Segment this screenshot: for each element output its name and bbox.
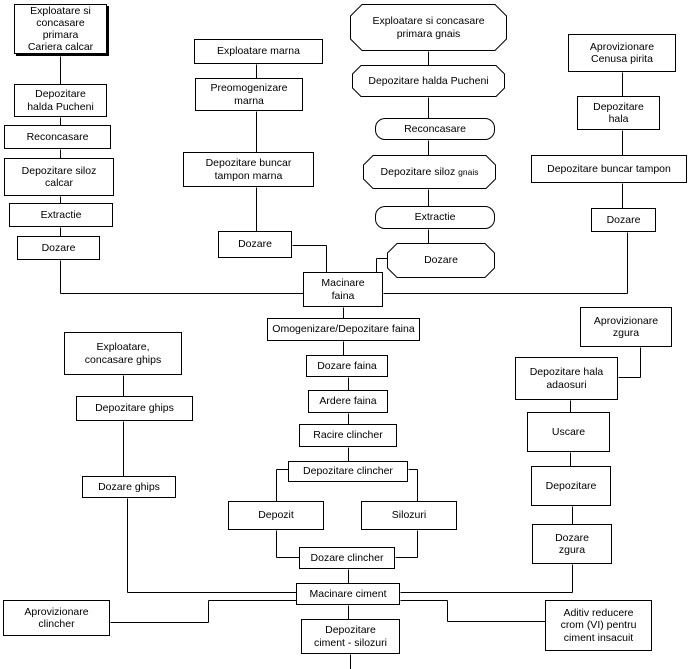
- node-depozitare-halda-pucheni-gnais: Depozitare halda Pucheni: [352, 65, 505, 97]
- node-macinare-faina: Macinare faina: [303, 272, 383, 307]
- node-exploatare-marna: Exploatare marna: [194, 39, 323, 64]
- node-exploatare-gnais: Exploatare si concasare primara gnais: [350, 4, 507, 51]
- node-aprovizionare-clincher: Aprovizionare clincher: [3, 600, 110, 636]
- node-depozitare-clincher: Depozitare clincher: [288, 461, 408, 482]
- node-racire-clincher: Racire clincher: [299, 424, 397, 447]
- node-dozare-ghips: Dozare ghips: [82, 476, 176, 498]
- node-macinare-ciment: Macinare ciment: [296, 583, 400, 605]
- node-aprovizionare-zgura: Aprovizionare zgura: [580, 307, 672, 347]
- node-depozit: Depozit: [228, 501, 324, 530]
- node-aprovizionare-cenusa: Aprovizionare Cenusa pirita: [568, 34, 676, 72]
- node-depozitare-zgura: Depozitare: [531, 466, 611, 506]
- octagon-shape: [363, 155, 496, 189]
- octagon-shape: [350, 4, 507, 51]
- node-dozare-cenusa: Dozare: [591, 208, 656, 232]
- node-depozitare-siloz-calcar: Depozitare siloz calcar: [4, 158, 114, 196]
- node-depozitare-ciment: Depozitare ciment - silozuri: [301, 619, 400, 654]
- node-depozitare-ghips: Depozitare ghips: [76, 396, 193, 421]
- node-exploatare-ghips: Exploatare, concasare ghips: [64, 332, 182, 375]
- node-uscare: Uscare: [527, 412, 610, 452]
- node-extractie-gnais: Extractie: [375, 206, 495, 229]
- node-silozuri: Silozuri: [361, 501, 457, 530]
- node-dozare-calcar: Dozare: [17, 236, 100, 260]
- node-depozitare-halda-pucheni-calcar: Depozitare halda Pucheni: [14, 84, 107, 117]
- node-preomogenizare-marna: Preomogenizare marna: [195, 78, 303, 111]
- node-reconcasare-calcar: Reconcasare: [4, 125, 111, 149]
- node-depozitare-siloz-gnais: Depozitare siloz gnais: [363, 155, 496, 189]
- node-aditiv: Aditiv reducere crom (VI) pentru ciment …: [545, 600, 652, 651]
- octagon-shape: [387, 243, 495, 278]
- node-dozare-gnais: Dozare: [387, 243, 495, 278]
- node-depozitare-hala-adaosuri: Depozitare hala adaosuri: [515, 357, 618, 400]
- node-dozare-marna: Dozare: [218, 231, 292, 258]
- node-depozitare-hala-cenusa: Depozitare hala: [577, 96, 660, 130]
- node-exploatare-calcar: Exploatare si concasare primara Cariera …: [14, 4, 107, 54]
- node-dozare-faina: Dozare faina: [306, 355, 388, 377]
- node-extractie-calcar: Extractie: [9, 203, 113, 227]
- node-reconcasare-gnais: Reconcasare: [375, 118, 495, 140]
- octagon-shape: [352, 65, 505, 97]
- node-depozitare-buncar-tampon: Depozitare buncar tampon: [531, 155, 687, 183]
- node-ardere-faina: Ardere faina: [308, 390, 388, 413]
- node-omogenizare-faina: Omogenizare/Depozitare faina: [267, 318, 420, 341]
- node-dozare-zgura: Dozare zgura: [532, 524, 612, 564]
- node-dozare-clincher: Dozare clincher: [299, 547, 395, 569]
- node-depozitare-buncar-marna: Depozitare buncar tampon marna: [183, 152, 314, 187]
